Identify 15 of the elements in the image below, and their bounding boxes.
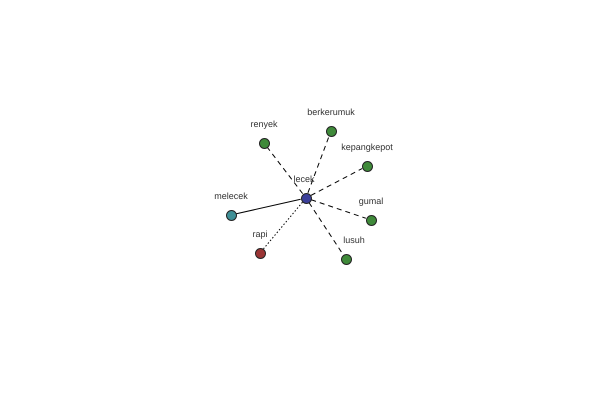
connector-line	[310, 199, 366, 219]
connector-line	[307, 136, 330, 194]
node-label: kepangkepot	[341, 142, 393, 152]
node-label: gumal	[358, 196, 384, 206]
node-label: berkerumuk	[307, 107, 355, 117]
node-label: rapi	[252, 229, 268, 239]
connector-line	[236, 198, 302, 214]
node-label: lusuh	[343, 235, 365, 245]
node-label: renyek	[250, 119, 278, 129]
connector-line	[310, 168, 363, 196]
connector-line	[266, 146, 304, 194]
node-label: melecek	[214, 191, 248, 201]
connector-line	[263, 202, 303, 250]
connector-line	[308, 202, 344, 255]
node-label: lecek	[294, 174, 314, 184]
